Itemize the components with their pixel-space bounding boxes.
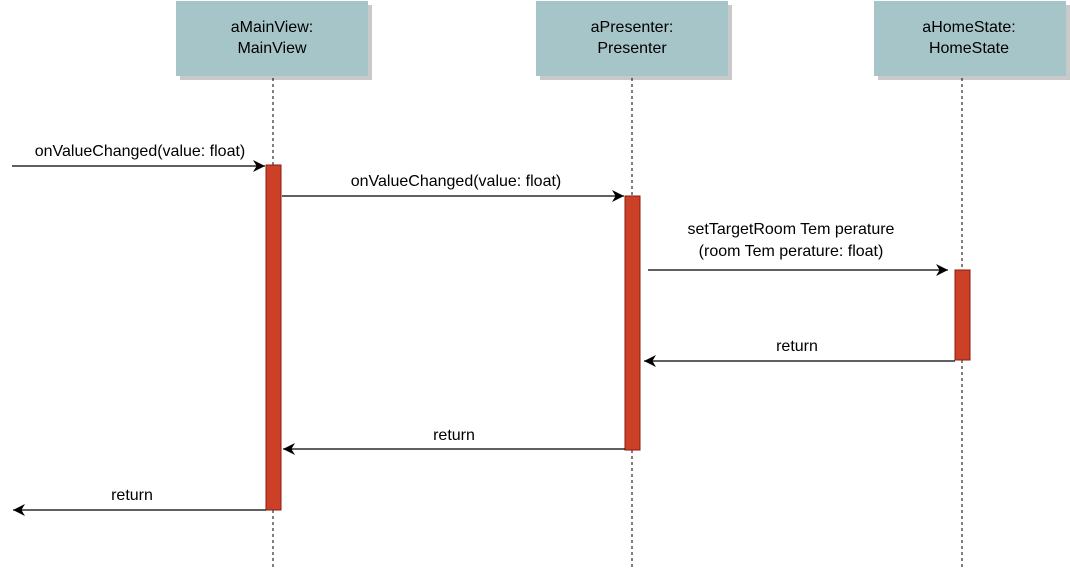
return-label: return: [776, 338, 818, 355]
activation-bar-home-state[interactable]: [954, 269, 971, 361]
activation-bar-main-view[interactable]: [265, 164, 282, 511]
message-label: onValueChanged(value: float): [351, 173, 562, 190]
participant-main-view[interactable]: aMainView: MainView: [176, 1, 372, 80]
participant-name-line2: HomeState: [929, 40, 1009, 57]
message-label-line1: setTargetRoom Tem perature: [688, 221, 895, 238]
participant-box: [176, 1, 368, 76]
participant-box: [536, 1, 728, 76]
return-label: return: [433, 427, 475, 444]
participant-name-line2: Presenter: [597, 40, 667, 57]
participant-box: [874, 1, 1066, 76]
participant-name-line1: aMainView:: [231, 19, 313, 36]
return-label: return: [111, 487, 153, 504]
participant-name-line1: aPresenter:: [591, 19, 674, 36]
activation-bar-presenter[interactable]: [624, 195, 641, 451]
participant-presenter[interactable]: aPresenter: Presenter: [536, 1, 732, 80]
message-label-line2: (room Tem perature: float): [699, 243, 884, 260]
message-label: onValueChanged(value: float): [35, 143, 246, 160]
participant-name-line1: aHomeState:: [922, 19, 1015, 36]
participant-home-state[interactable]: aHomeState: HomeState: [874, 1, 1070, 80]
participant-name-line2: MainView: [237, 40, 307, 57]
